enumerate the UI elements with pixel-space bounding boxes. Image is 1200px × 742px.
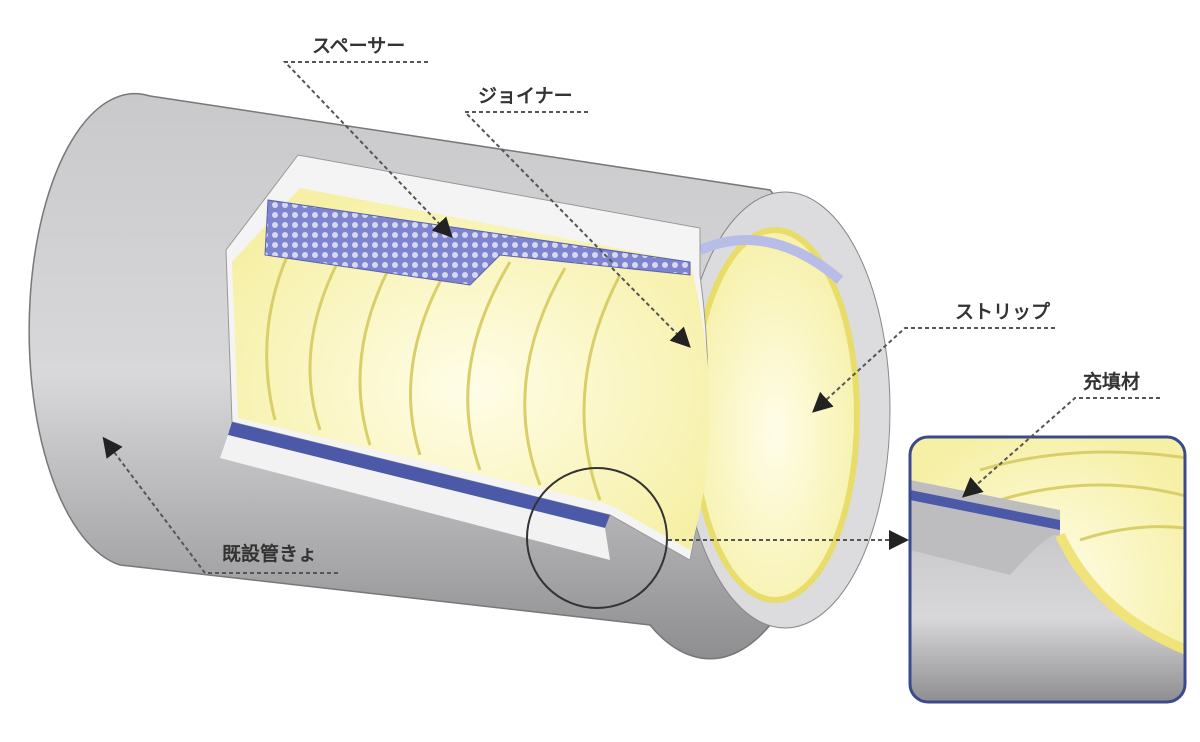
label-joiner: ジョイナー [462, 85, 613, 263]
label-spacer: スペーサー [282, 35, 453, 238]
detail-inset [908, 435, 1187, 704]
label-strip: ストリップ [812, 300, 1055, 413]
svg-text:既設管きょ: 既設管きょ [222, 542, 317, 565]
filler-layer [228, 422, 610, 528]
label-filler: 充填材 [961, 370, 1160, 498]
svg-text:ストリップ: ストリップ [955, 300, 1051, 323]
svg-text:スペーサー: スペーサー [312, 35, 405, 57]
svg-text:充填材: 充填材 [1083, 370, 1140, 393]
svg-text:ジョイナー: ジョイナー [478, 85, 573, 107]
cutaway-lining [220, 154, 710, 561]
label-existing-pipe: 既設管きょ [102, 436, 338, 574]
spacer-band [264, 199, 691, 286]
magnifier-circle [526, 467, 668, 609]
